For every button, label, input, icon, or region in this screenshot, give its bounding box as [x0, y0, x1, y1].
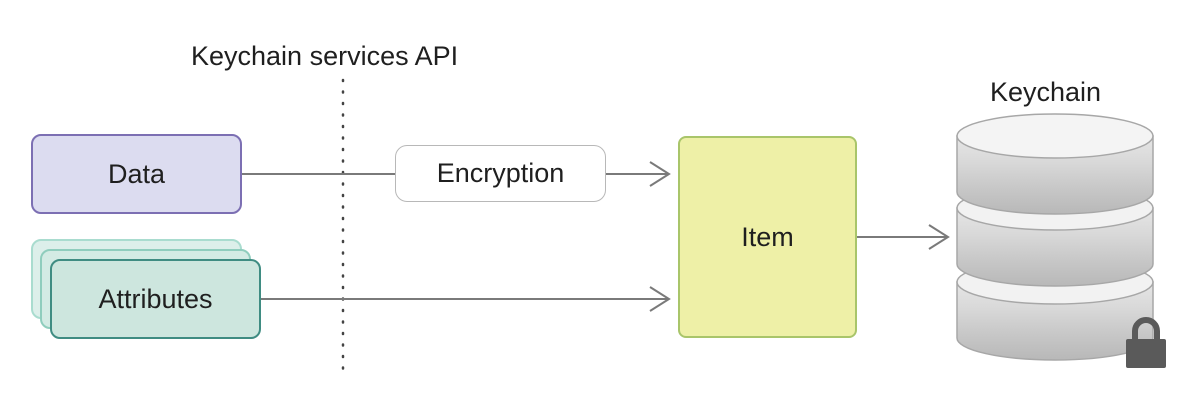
arrowhead-item-keychain	[928, 224, 950, 250]
lock-icon	[1126, 317, 1166, 368]
item-box: Item	[678, 136, 857, 338]
api-boundary-label: Keychain services API	[191, 41, 459, 71]
data-box: Data	[31, 134, 242, 214]
encryption-box: Encryption	[395, 145, 606, 202]
item-label: Item	[741, 221, 794, 252]
data-label: Data	[107, 158, 166, 189]
attributes-box: Attributes	[50, 259, 261, 339]
arrowhead-encryption-item	[649, 161, 671, 187]
arrowhead-attributes-item	[649, 286, 671, 312]
encryption-label: Encryption	[436, 158, 565, 188]
attributes-label: Attributes	[98, 283, 213, 314]
database-icon	[956, 113, 1154, 361]
keychain-label: Keychain	[990, 77, 1102, 107]
